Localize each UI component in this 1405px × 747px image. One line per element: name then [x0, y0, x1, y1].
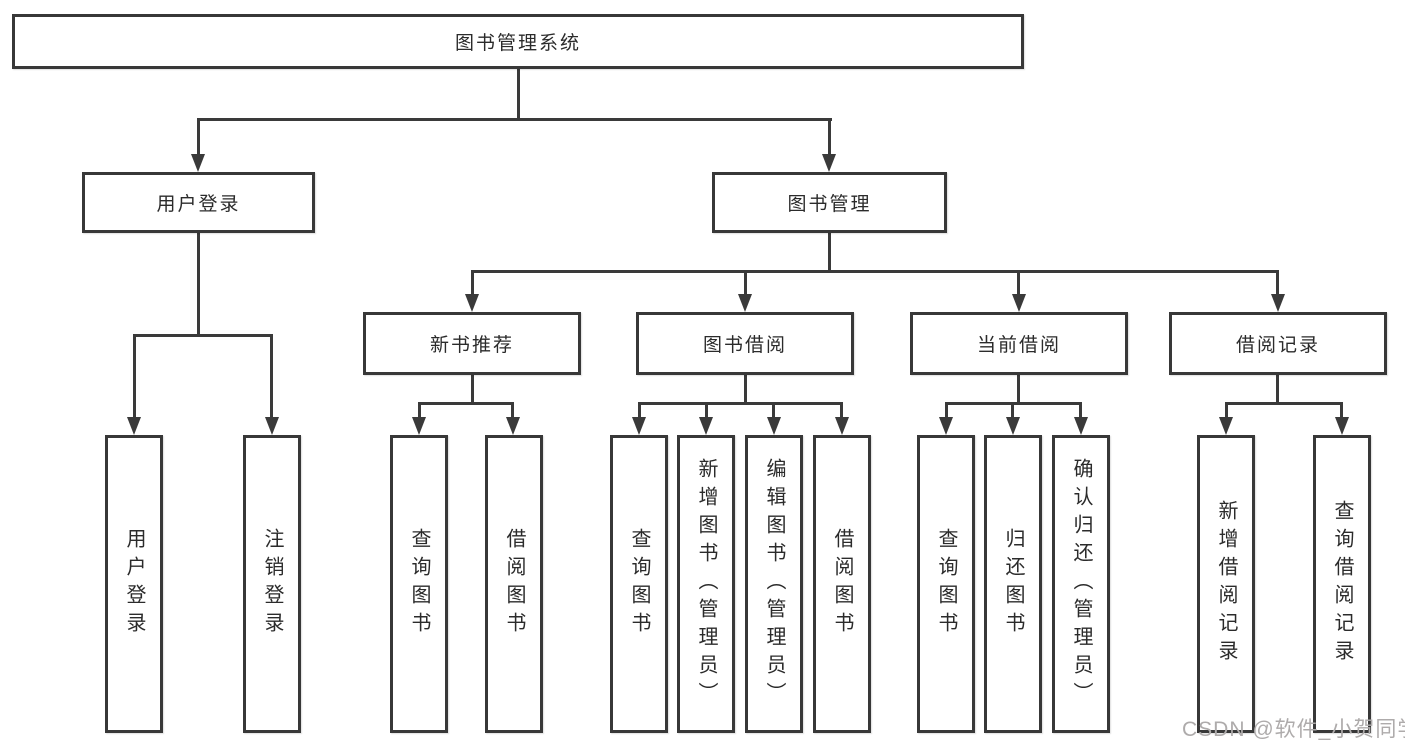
connector-line	[418, 402, 514, 405]
connector-line	[828, 233, 831, 272]
arrowhead-down-icon	[1335, 417, 1349, 435]
connector-line	[471, 270, 474, 294]
node-label: 当前借阅	[976, 335, 1061, 356]
leaf-logout: 注销登录	[243, 435, 301, 733]
watermark: CSDN @软件_小贺同学	[1182, 718, 1405, 741]
connector-line	[705, 402, 708, 417]
connector-line	[197, 118, 200, 154]
node-label: 新增借阅记录	[1215, 500, 1237, 668]
arrowhead-down-icon	[1219, 417, 1233, 435]
connector-line	[517, 68, 520, 120]
node-label: 用户登录	[156, 194, 241, 215]
arrowhead-down-icon	[412, 417, 426, 435]
arrowhead-down-icon	[1012, 294, 1026, 312]
arrowhead-down-icon	[699, 417, 713, 435]
connector-line	[744, 375, 747, 404]
connector-line	[418, 402, 421, 417]
node-current-borrowing: 当前借阅	[910, 312, 1128, 375]
connector-line	[471, 375, 474, 404]
leaf-query-borrow-record: 查询借阅记录	[1313, 435, 1371, 733]
connector-line	[638, 402, 641, 417]
node-label: 查询借阅记录	[1331, 500, 1353, 668]
leaf-current-query-books: 查询图书	[917, 435, 975, 733]
connector-line	[133, 334, 136, 417]
node-label: 新书推荐	[429, 335, 514, 356]
connector-line	[511, 402, 514, 417]
arrowhead-down-icon	[465, 294, 479, 312]
node-label: 查询图书	[935, 528, 957, 640]
connector-line	[1225, 402, 1343, 405]
arrowhead-down-icon	[506, 417, 520, 435]
connector-line	[1017, 270, 1020, 294]
node-new-book-recommend: 新书推荐	[363, 312, 581, 375]
arrowhead-down-icon	[127, 417, 141, 435]
connector-line	[1225, 402, 1228, 417]
node-label: 图书管理系统	[454, 33, 581, 54]
arrowhead-down-icon	[1074, 417, 1088, 435]
connector-line	[1011, 402, 1014, 417]
node-label: 借阅图书	[831, 528, 853, 640]
connector-line	[197, 233, 200, 334]
connector-line	[744, 270, 747, 294]
arrowhead-down-icon	[939, 417, 953, 435]
arrowhead-down-icon	[632, 417, 646, 435]
connector-line	[1276, 270, 1279, 294]
leaf-add-books-admin: 新增图书（管理员）	[677, 435, 735, 733]
node-label: 确认归还（管理员）	[1070, 458, 1092, 710]
connector-line	[1276, 375, 1279, 404]
node-label: 借阅图书	[503, 528, 525, 640]
node-label: 注销登录	[261, 528, 283, 640]
arrowhead-down-icon	[265, 417, 279, 435]
node-label: 用户登录	[123, 528, 145, 640]
node-book-borrowing: 图书借阅	[636, 312, 854, 375]
connector-line	[945, 402, 948, 417]
connector-line	[1079, 402, 1082, 417]
node-label: 归还图书	[1002, 528, 1024, 640]
node-label: 借阅记录	[1235, 335, 1320, 356]
leaf-add-borrow-record: 新增借阅记录	[1197, 435, 1255, 733]
arrowhead-down-icon	[835, 417, 849, 435]
arrowhead-down-icon	[738, 294, 752, 312]
leaf-borrowing-borrow-books: 借阅图书	[813, 435, 871, 733]
leaf-confirm-return-admin: 确认归还（管理员）	[1052, 435, 1110, 733]
leaf-recommend-query-books: 查询图书	[390, 435, 448, 733]
leaf-return-books: 归还图书	[984, 435, 1042, 733]
connector-line	[840, 402, 843, 417]
node-user-login: 用户登录	[82, 172, 315, 233]
arrowhead-down-icon	[191, 154, 205, 172]
leaf-recommend-borrow-books: 借阅图书	[485, 435, 543, 733]
node-label: 编辑图书（管理员）	[763, 458, 785, 710]
node-label: 图书管理	[787, 194, 872, 215]
connector-line	[270, 334, 273, 417]
connector-line	[772, 402, 775, 417]
node-borrow-records: 借阅记录	[1169, 312, 1387, 375]
leaf-borrowing-query-books: 查询图书	[610, 435, 668, 733]
arrowhead-down-icon	[767, 417, 781, 435]
node-label: 查询图书	[628, 528, 650, 640]
connector-line	[1017, 375, 1020, 404]
leaf-edit-books-admin: 编辑图书（管理员）	[745, 435, 803, 733]
connector-line	[133, 334, 273, 337]
node-root-system: 图书管理系统	[12, 14, 1024, 69]
arrowhead-down-icon	[822, 154, 836, 172]
arrowhead-down-icon	[1271, 294, 1285, 312]
node-label: 新增图书（管理员）	[695, 458, 717, 710]
connector-line	[1340, 402, 1343, 417]
connector-line	[197, 118, 832, 121]
node-label: 查询图书	[408, 528, 430, 640]
node-book-management: 图书管理	[712, 172, 947, 233]
connector-line	[828, 118, 831, 154]
leaf-user-login: 用户登录	[105, 435, 163, 733]
node-label: 图书借阅	[702, 335, 787, 356]
connector-line	[471, 270, 1279, 273]
arrowhead-down-icon	[1006, 417, 1020, 435]
connector-line	[638, 402, 843, 405]
